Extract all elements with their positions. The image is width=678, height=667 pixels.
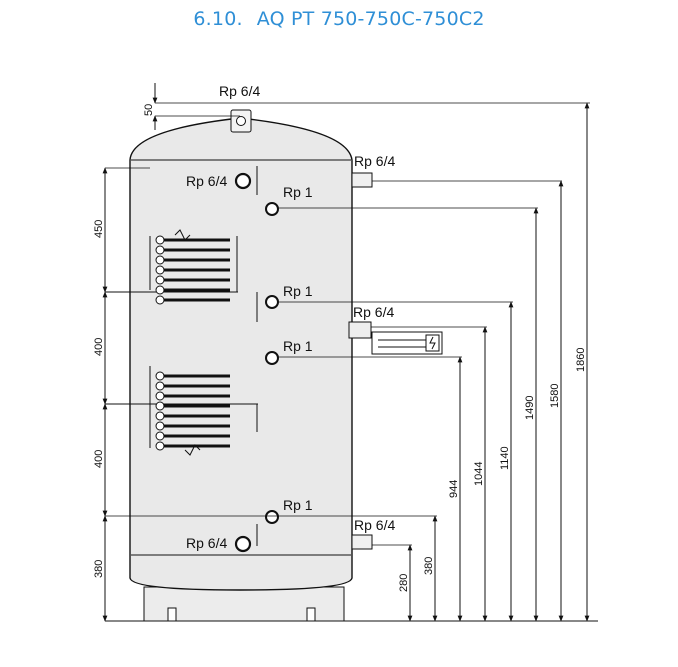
rp1-c-socket [265, 351, 279, 365]
label-upper-left: Rp 6/4 [186, 173, 227, 189]
upper-side-socket [351, 172, 373, 188]
label-lower-side: Rp 6/4 [354, 517, 395, 533]
label-rp1-b: Rp 1 [283, 283, 313, 299]
middle-side-socket [348, 321, 372, 339]
rp1-d-socket [265, 510, 279, 524]
upper-coil [105, 229, 238, 305]
dim-1860: 1860 [575, 348, 587, 372]
label-upper-side: Rp 6/4 [354, 153, 395, 169]
lower-coil [105, 366, 258, 456]
dim-400a: 400 [93, 338, 105, 356]
label-rp1-a: Rp 1 [283, 184, 313, 200]
dim-400b: 400 [93, 450, 105, 468]
dim-450: 450 [93, 220, 105, 238]
dim-50: 50 [143, 104, 155, 116]
diagram-title: 6.10. AQ PT 750-750C-750C2 [0, 8, 678, 30]
label-lower-left: Rp 6/4 [186, 535, 227, 551]
dim-1580: 1580 [549, 384, 561, 408]
dim-1044: 1044 [473, 462, 485, 486]
dim-380-left: 380 [93, 560, 105, 578]
section-number: 6.10. [193, 8, 243, 30]
dim-944: 944 [448, 480, 460, 498]
model-name: AQ PT 750-750C-750C2 [256, 8, 485, 30]
leg-right [306, 607, 316, 622]
dim-1490: 1490 [524, 396, 536, 420]
label-rp1-c: Rp 1 [283, 338, 313, 354]
rp1-b-socket [265, 295, 279, 309]
dim-380-right: 380 [423, 557, 435, 575]
label-top: Rp 6/4 [219, 83, 260, 99]
electric-heater [371, 331, 443, 355]
label-rp1-d: Rp 1 [283, 497, 313, 513]
rp1-a-socket [265, 202, 279, 216]
dim-280: 280 [398, 574, 410, 592]
tank-body [129, 117, 353, 591]
dim-1140: 1140 [499, 446, 511, 470]
leg-left [167, 607, 177, 622]
lower-side-socket [351, 534, 373, 550]
upper-left-socket [234, 172, 252, 190]
top-socket-hole [236, 116, 246, 126]
lower-left-socket [234, 535, 252, 553]
label-middle-side: Rp 6/4 [353, 304, 394, 320]
